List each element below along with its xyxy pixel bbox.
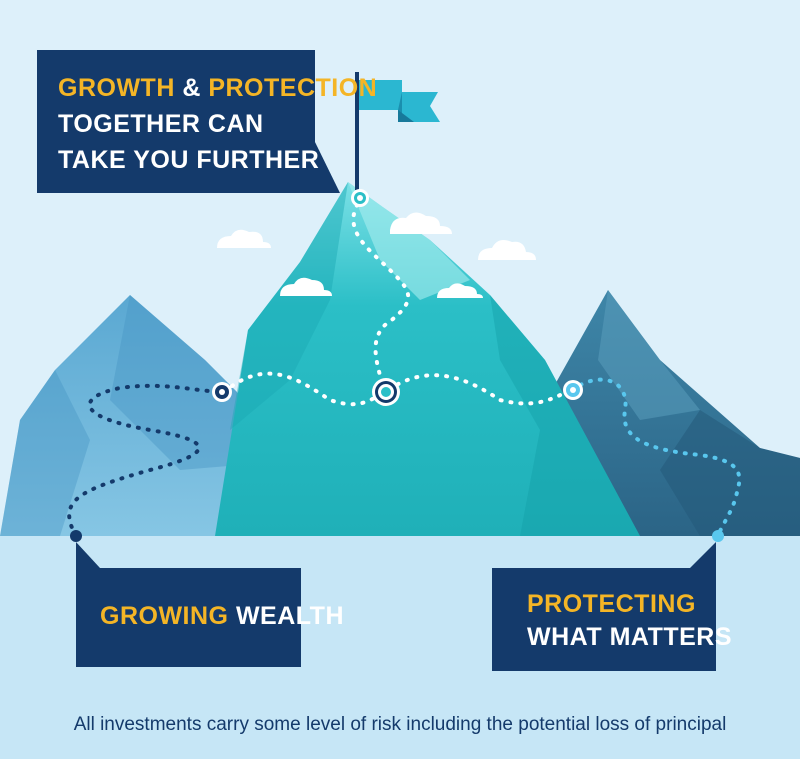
- trail-left: [67, 383, 222, 538]
- growing-wealth-callout: GROWING WEALTH: [76, 568, 344, 667]
- trail-center: [230, 198, 574, 407]
- cloud-icon: [437, 283, 483, 298]
- center-mountain: [215, 182, 640, 536]
- headline-amp: &: [174, 74, 209, 102]
- wealth-word: WEALTH: [228, 602, 345, 630]
- trail-marker-icon: [351, 189, 369, 207]
- growing-word: GROWING: [100, 602, 229, 630]
- trail-right: [570, 377, 742, 538]
- headline-growth: GROWTH: [58, 74, 175, 102]
- cloud-icon: [217, 229, 271, 248]
- headline-line-2: TOGETHER CAN: [58, 110, 264, 138]
- trail-marker-icon: [563, 380, 583, 400]
- what-matters-line: WHAT MATTERS: [527, 623, 733, 651]
- flag-icon: [355, 72, 440, 190]
- protecting-callout: PROTECTING WHAT MATTERS: [492, 568, 733, 671]
- protecting-word: PROTECTING: [527, 590, 696, 618]
- left-callout-pointer: [76, 542, 100, 568]
- right-callout-pointer: [690, 542, 716, 568]
- cloud-icon: [478, 240, 536, 260]
- trail-end-dot: [712, 530, 724, 542]
- disclaimer-text: All investments carry some level of risk…: [73, 714, 727, 735]
- top-callout-pointer: [314, 140, 340, 193]
- trail-marker-icon: [372, 378, 400, 406]
- trail-marker-icon: [212, 382, 232, 402]
- cloud-icon: [280, 277, 332, 296]
- headline-callout: GROWTH & PROTECTION TOGETHER CAN TAKE YO…: [37, 50, 377, 193]
- growing-wealth-label: GROWING WEALTH: [100, 598, 344, 634]
- trail-start-dot: [70, 530, 82, 542]
- cloud-icon: [390, 212, 452, 234]
- headline-line-3: TAKE YOU FURTHER: [58, 146, 320, 174]
- headline-protection: PROTECTION: [208, 74, 378, 102]
- headline-line-1: GROWTH & PROTECTION: [58, 70, 377, 106]
